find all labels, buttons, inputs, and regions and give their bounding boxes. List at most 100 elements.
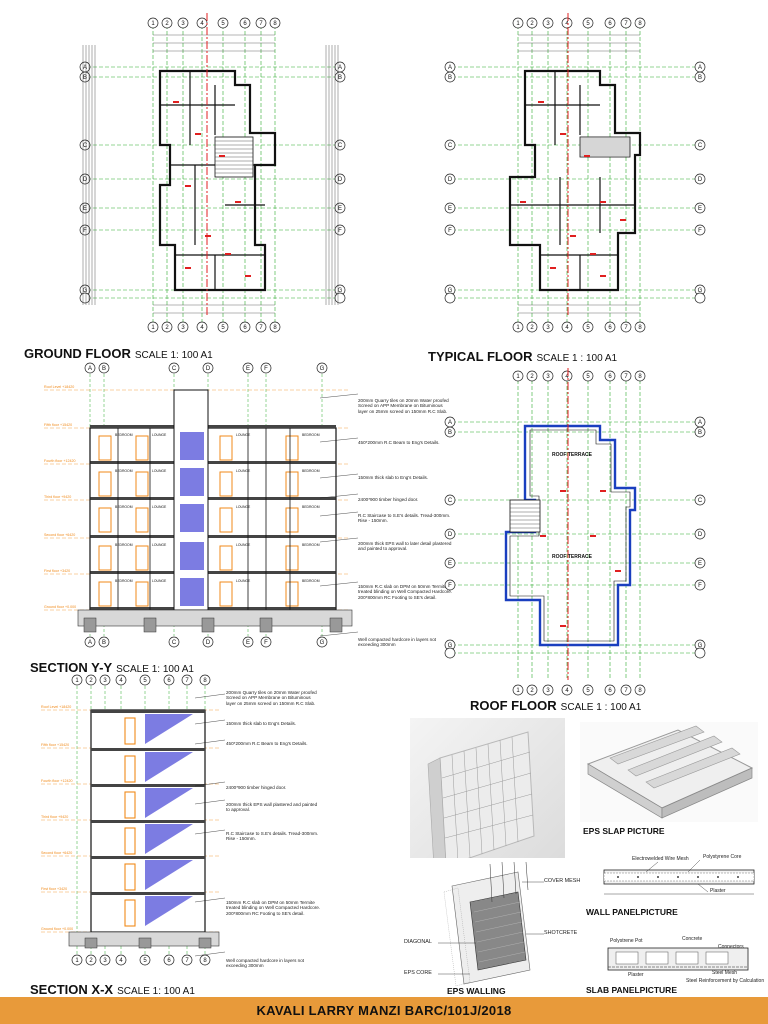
yy-door-3-1: [135, 545, 149, 571]
yy-slab-4: [90, 571, 336, 574]
yy-grid-bottom-A-label: A: [88, 640, 92, 646]
slab-label-plaster: Plaster: [628, 972, 644, 978]
grid-top-1-bubble: [512, 17, 524, 29]
grid-top-5-label: 5: [221, 21, 225, 27]
yy-grid-top-E-bubble: [242, 362, 254, 374]
grid-bottom-7-label: 7: [259, 325, 263, 331]
xx-grid-bottom-2-bubble: [85, 954, 97, 966]
door-marker-1: [560, 133, 566, 135]
xx-slab-1: [91, 748, 205, 751]
yy-grid-bottom-F-bubble: [260, 636, 272, 648]
grid-top-3-label: 3: [546, 21, 550, 27]
wall-panel-label-plaster: Plaster: [710, 888, 726, 894]
roof-grid-top-2-bubble: [526, 370, 538, 382]
xx-grid-bottom-8-label: 8: [203, 958, 207, 964]
yy-note-roof: 200mm Quarry tiles on 20mm Water proofed…: [358, 398, 449, 414]
yy-room-label-3-1: LOUNGE: [152, 543, 167, 547]
xx-stair-flight-1: [145, 752, 193, 782]
yy-room-label-4-1: LOUNGE: [152, 579, 167, 583]
walling-label-diagonal: DIAGONAL: [404, 939, 432, 945]
grid-bottom-8-label: 8: [273, 325, 277, 331]
title-block-footer: KAVALI LARRY MANZI BARC/101J/2018: [0, 997, 768, 1024]
xx-grid-top-1-bubble: [71, 674, 83, 686]
building-outline: [508, 69, 642, 292]
grid-top-8-label: 8: [273, 21, 277, 27]
grid-top-6-label: 6: [608, 21, 612, 27]
grid-bottom-3-bubble: [542, 321, 554, 333]
roof-parapet: [504, 424, 637, 647]
yy-stair-flight-0: [180, 432, 204, 460]
xx-note-slab: 150mm thick slab to Eng's Details.: [226, 721, 297, 726]
yy-grid-bottom-E-label: E: [246, 640, 250, 646]
grid-bottom-2-bubble: [526, 321, 538, 333]
section-xx-scale: SCALE 1: 100 A1: [117, 986, 195, 997]
roof-grid-left-F-label: F: [448, 583, 452, 589]
yy-room-label-4-2: LOUNGE: [236, 579, 251, 583]
ground-floor-title-text: GROUND FLOOR: [24, 346, 131, 361]
door-marker-3: [520, 201, 526, 203]
yy-leader-7: [319, 631, 359, 637]
grid-bottom-6-bubble: [239, 321, 251, 333]
roof-grid-top-2-label: 2: [530, 374, 534, 380]
grid-bottom-5-bubble: [582, 321, 594, 333]
yy-door-3-0: [98, 545, 112, 571]
yy-grid-top-A-label: A: [88, 366, 92, 372]
roof-grid-top-1-label: 1: [516, 374, 520, 380]
grid-left-A-label: A: [83, 65, 87, 71]
xx-door-0: [124, 717, 136, 745]
yy-grid-top-E-label: E: [246, 366, 250, 372]
yy-grid-top-F-label: F: [264, 366, 268, 372]
grid-bottom-7-bubble: [620, 321, 632, 333]
roof-grid-top-3-bubble: [542, 370, 554, 382]
roof-drain-4: [615, 570, 621, 572]
grid-bottom-5-bubble: [217, 321, 229, 333]
grid-bottom-2-bubble: [161, 321, 173, 333]
xx-grid-bottom-6-label: 6: [167, 958, 171, 964]
xx-grid-top-4-label: 4: [119, 678, 123, 684]
grid-bottom-1-label: 1: [516, 325, 520, 331]
yy-note-foundation: 150mm R.C slab on DPM on 50mm Termite tr…: [358, 584, 453, 600]
roof-grid-right-E-bubble: [694, 557, 706, 569]
grid-bottom-6-label: 6: [608, 325, 612, 331]
yy-level-label-0: Roof Level +18420: [44, 385, 74, 389]
roof-grid-top-4-bubble: [561, 370, 573, 382]
yy-grid-bottom-G-label: G: [320, 640, 325, 646]
roof-grid-left-C-bubble: [444, 494, 456, 506]
grid-right-undefined-bubble: [694, 292, 706, 304]
wall-panel-caption: WALL PANELPICTURE: [586, 907, 678, 917]
yy-door-4-1: [135, 581, 149, 607]
yy-grid-bottom-A-bubble: [84, 636, 96, 648]
xx-level-label-4: Second floor +6420: [41, 851, 72, 855]
roof-terrace-top-label: ROOF TERRACE: [552, 452, 593, 458]
roof-grid-left-E-bubble: [444, 557, 456, 569]
roof-grid-top-8-label: 8: [638, 374, 642, 380]
xx-footing-2: [198, 937, 212, 949]
yy-note-slab: 150mm thick slab to Eng's Details.: [358, 475, 429, 480]
yy-footing-1: [143, 617, 157, 633]
yy-room-label-0-2: LOUNGE: [236, 433, 251, 437]
roof-grid-left-C-label: C: [448, 498, 453, 504]
grid-left-B-label: B: [83, 75, 87, 81]
grid-bottom-4-label: 4: [565, 325, 569, 331]
typical-floor-scale: SCALE 1 : 100 A1: [536, 353, 618, 364]
door-marker-2: [584, 155, 590, 157]
yy-slab-3: [90, 535, 336, 538]
yy-room-label-0-3: BEDROOM: [302, 433, 320, 437]
grid-bottom-8-bubble: [634, 321, 646, 333]
slab-label-pot: Polystrene Pot: [610, 938, 643, 944]
grid-left-E-label: E: [448, 206, 452, 212]
xx-note-foundation: 150mm R.C slab on DPM on 50mm Termite tr…: [226, 900, 321, 916]
grid-top-5-bubble: [582, 17, 594, 29]
yy-door-1-1: [135, 471, 149, 497]
xx-note-hardcore: Well compacted hardcore in layers not ex…: [226, 958, 305, 969]
grid-bottom-2-label: 2: [165, 325, 169, 331]
yy-level-label-1: Fifth floor +15420: [44, 423, 72, 427]
